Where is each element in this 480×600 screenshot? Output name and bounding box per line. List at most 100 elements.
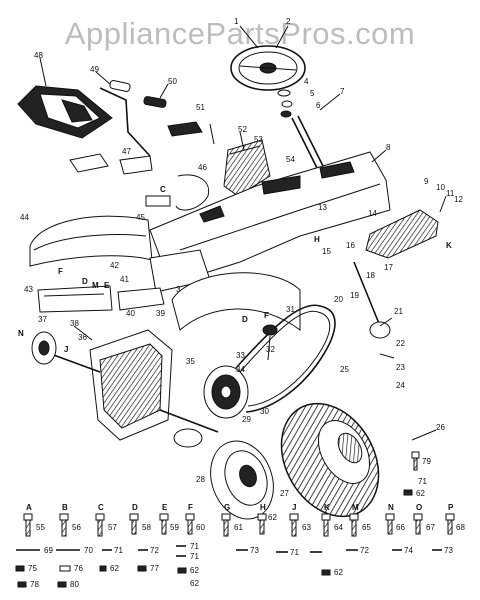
steering-column [277, 89, 325, 171]
right-hub [173, 428, 203, 448]
callout-50: 50 [168, 77, 177, 86]
hardware-number: 71 [190, 552, 199, 561]
fastener-number: 57 [108, 523, 117, 532]
hardware-glyphs [15, 489, 442, 588]
fastener-letter-e: E [162, 503, 168, 512]
fastener-number: 61 [234, 523, 243, 532]
callout-18: 18 [366, 271, 375, 280]
callout-32: 32 [266, 345, 275, 354]
hardware-number: 79 [422, 457, 431, 466]
callout-46: 46 [198, 163, 207, 172]
callout-37: 37 [38, 315, 47, 324]
hardware-number: 72 [360, 546, 369, 555]
fastener-number: 66 [396, 523, 405, 532]
letter-marks: F K N J D M E C D F H [18, 185, 452, 354]
callout-25: 25 [340, 365, 349, 374]
fastener-letter-h: H [260, 503, 266, 512]
hardware-number: 74 [404, 546, 413, 555]
fastener-letter-f: F [188, 503, 193, 512]
fastener-letter-p: P [448, 503, 454, 512]
callout-7: 7 [340, 87, 345, 96]
callout-45: 45 [136, 213, 145, 222]
callout-8: 8 [386, 143, 391, 152]
callout-2: 2 [286, 17, 291, 26]
bracket-51 [167, 121, 203, 137]
callout-17: 17 [384, 263, 393, 272]
callout-49: 49 [90, 65, 99, 74]
callout-34: 34 [236, 365, 245, 374]
hardware-number: 71 [190, 542, 199, 551]
hardware-number: 62 [190, 566, 199, 575]
fastener-letter-m: M [352, 503, 359, 512]
bracket-39 [117, 287, 165, 311]
lift-rod [99, 80, 167, 157]
callout-6: 6 [316, 101, 321, 110]
letter-mark-n1: N [18, 329, 24, 338]
fastener-letter-k: K [324, 503, 330, 512]
callout-39: 39 [156, 309, 165, 318]
hardware-number: 75 [28, 564, 37, 573]
fender [29, 215, 153, 267]
letter-mark-h: H [314, 235, 320, 244]
hardware-number: 77 [150, 564, 159, 573]
letter-mark-c: C [160, 185, 166, 194]
fastener-letter-j: J [292, 503, 296, 512]
callout-24: 24 [396, 381, 405, 390]
hardware-number: 71 [114, 546, 123, 555]
hardware-number: 62 [334, 568, 343, 577]
fastener-letter-b: B [62, 503, 68, 512]
callout-44: 44 [20, 213, 29, 222]
hardware-number: 73 [444, 546, 453, 555]
fastener-letter-o: O [416, 503, 422, 512]
fastener-number: 67 [426, 523, 435, 532]
callout-27: 27 [280, 489, 289, 498]
hardware-number: 71 [290, 548, 299, 557]
callout-16: 16 [346, 241, 355, 250]
callout-38: 38 [70, 319, 79, 328]
letter-mark-d1: D [82, 277, 88, 286]
hood [17, 85, 113, 139]
fastener-number: 59 [170, 523, 179, 532]
callout-labels: 1 2 3 4 5 6 7 8 9 10 11 12 13 14 15 16 1… [20, 17, 463, 498]
callout-40: 40 [126, 309, 135, 318]
callout-42: 42 [110, 261, 119, 270]
hardware-number: 62 [110, 564, 119, 573]
letter-mark-f1: F [58, 267, 63, 276]
hardware-number: 80 [70, 580, 79, 589]
callout-23: 23 [396, 363, 405, 372]
callout-3: 3 [176, 285, 181, 294]
drag-link [353, 261, 381, 327]
callout-51: 51 [196, 103, 205, 112]
hardware-number: 69 [44, 546, 53, 555]
fastener-number: 58 [142, 523, 151, 532]
callout-22: 22 [396, 339, 405, 348]
leader-lines [39, 25, 447, 441]
letter-mark-e: E [104, 281, 110, 290]
right-foot-pad [365, 209, 439, 259]
fastener-number: 63 [302, 523, 311, 532]
fastener-row3: 75 76 62 77 62 62 78 80 62 [28, 564, 343, 589]
hardware-number: 78 [30, 580, 39, 589]
callout-41: 41 [120, 275, 129, 284]
fastener-number: 65 [362, 523, 371, 532]
fastener-letter-c: C [98, 503, 104, 512]
fastener-numbers: 55 56 57 58 59 60 61 62 63 64 65 66 67 6… [36, 513, 465, 532]
callout-33: 33 [236, 351, 245, 360]
fastener-letter-g: G [224, 503, 230, 512]
main-frame [149, 151, 391, 285]
hardware-number: 73 [250, 546, 259, 555]
callout-5: 5 [310, 89, 315, 98]
callout-28: 28 [196, 475, 205, 484]
fastener-row2: 69 70 71 72 71 71 73 71 72 74 73 [44, 542, 453, 561]
callout-21: 21 [394, 307, 403, 316]
callout-4: 4 [304, 77, 309, 86]
fastener-letter-a: A [26, 503, 32, 512]
hardware-number: 76 [74, 564, 83, 573]
callout-14: 14 [368, 209, 377, 218]
hardware-number: 72 [150, 546, 159, 555]
callout-15: 15 [322, 247, 331, 256]
callout-1: 1 [234, 17, 239, 26]
hardware-number: 70 [84, 546, 93, 555]
callout-12: 12 [454, 195, 463, 204]
